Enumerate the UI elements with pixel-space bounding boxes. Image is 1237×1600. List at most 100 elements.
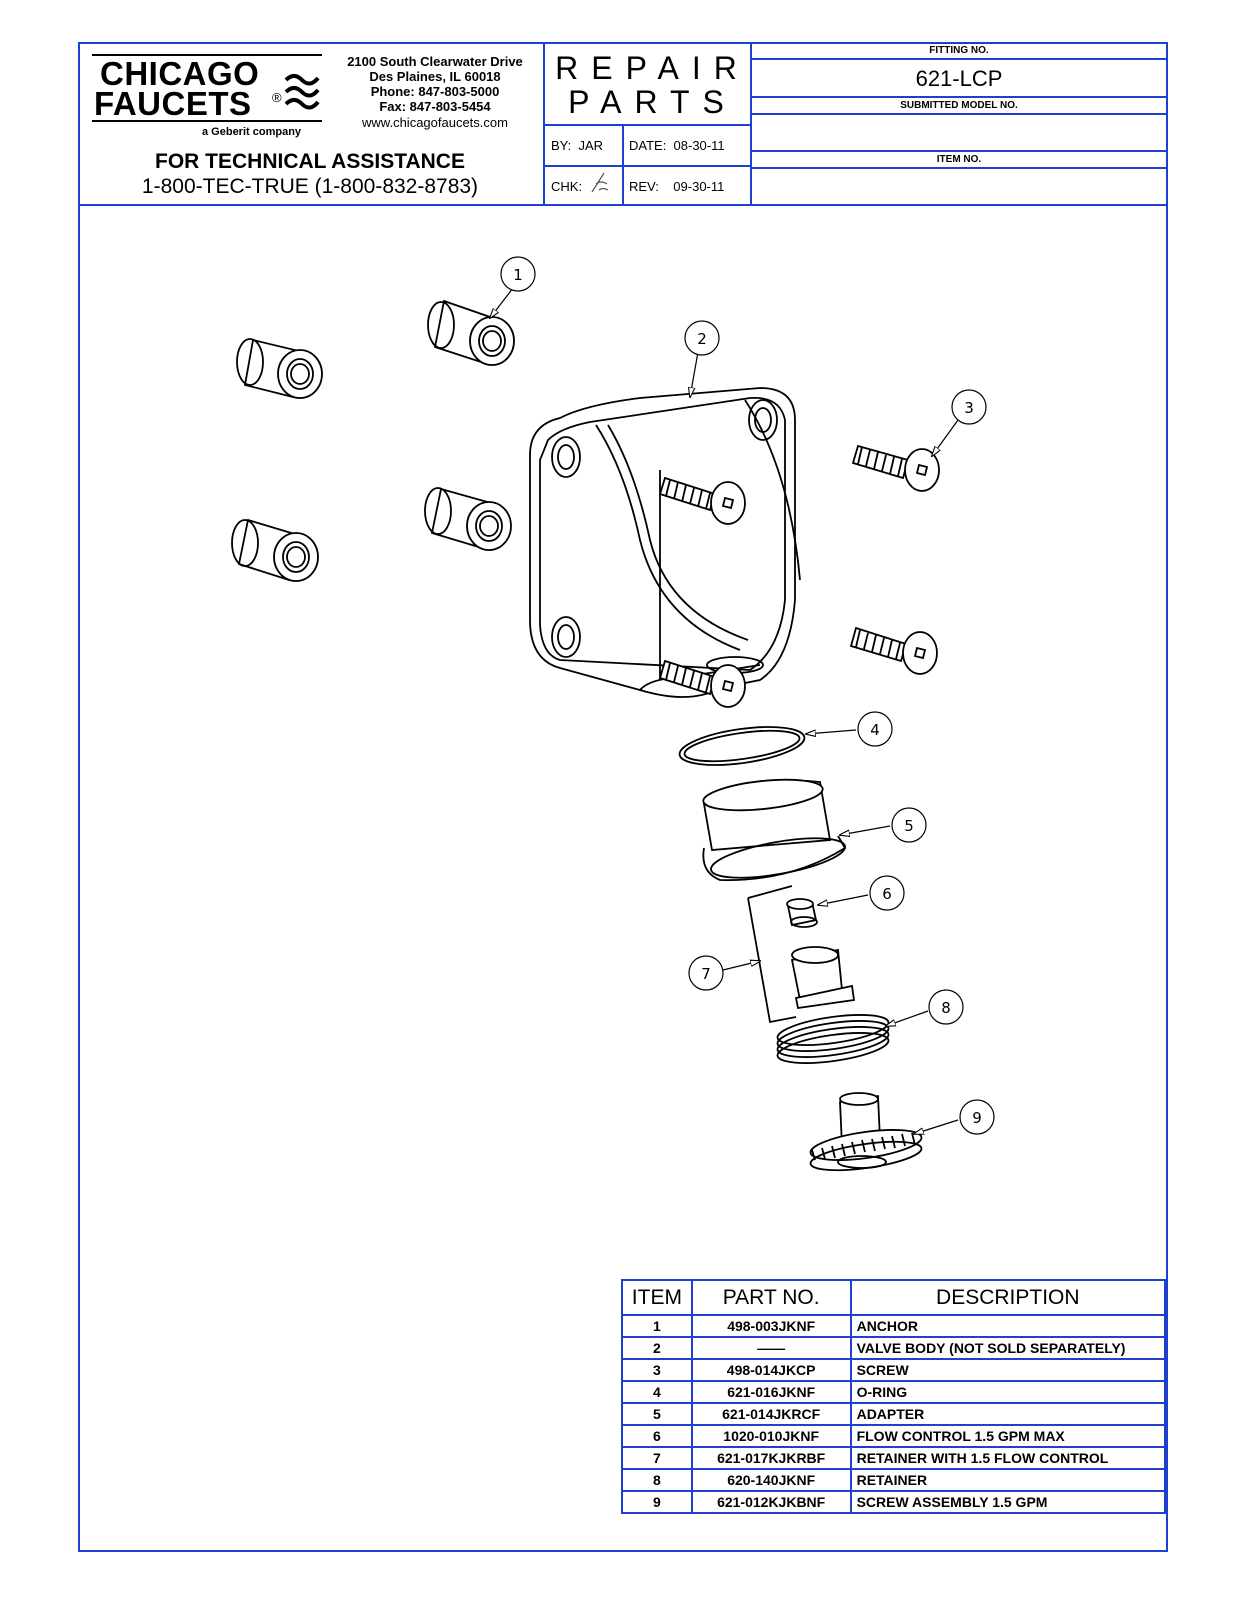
fitting-value-divider: [750, 96, 1168, 98]
row-description: SCREW: [849, 1358, 1167, 1382]
leader-2: [690, 351, 699, 397]
row-description: RETAINER WITH 1.5 FLOW CONTROL: [849, 1446, 1167, 1470]
table-row: 8 620-140JKNF RETAINER: [621, 1468, 1167, 1492]
repair-title-line-2: PARTS: [568, 84, 737, 120]
row-item: 9: [621, 1490, 693, 1514]
callout-6: 6: [882, 885, 892, 903]
row-item: 5: [621, 1402, 693, 1426]
callout-bubble-7: [688, 955, 724, 991]
registered-mark: ®: [272, 90, 282, 105]
row-part-no: 1020-010JKNF: [690, 1424, 852, 1448]
row-description: RETAINER: [849, 1468, 1167, 1492]
leader-4: [806, 730, 857, 734]
row-description: FLOW CONTROL 1.5 GPM MAX: [849, 1424, 1167, 1448]
leader-lines: [490, 287, 959, 1134]
callout-1: 1: [513, 266, 523, 284]
address-phone: Phone: 847-803-5000: [370, 84, 500, 99]
anchor-3-drawing: [424, 487, 512, 551]
callout-9: 9: [972, 1109, 982, 1127]
header-description: DESCRIPTION: [849, 1279, 1167, 1316]
row-part-no: 621-017KJKRBF: [690, 1446, 852, 1470]
fitting-no-label: FITTING NO.: [929, 45, 989, 56]
row-item: 6: [621, 1424, 693, 1448]
by-date-divider: [622, 124, 624, 206]
row-item: 3: [621, 1358, 693, 1382]
callout-bubble-8: [928, 989, 964, 1025]
logo-line-2: FAUCETS: [94, 85, 252, 122]
model-value-divider: [750, 150, 1168, 152]
revision-date: REV: 09-30-11: [629, 179, 725, 194]
row-item: 8: [621, 1468, 693, 1492]
table-row: 1 498-003JKNF ANCHOR: [621, 1314, 1167, 1338]
table-row: 9 621-012KJKBNF SCREW ASSEMBLY 1.5 GPM: [621, 1490, 1167, 1514]
header-part-no: PART NO.: [690, 1279, 852, 1316]
leader-9: [914, 1119, 959, 1134]
callout-5: 5: [904, 817, 914, 835]
repair-parts-divider: [543, 124, 751, 126]
by-chk-divider: [543, 165, 751, 167]
callout-bubble-1: [500, 256, 536, 292]
screw-3-drawing: [849, 626, 938, 675]
retainer-drawing: [776, 1014, 890, 1064]
wave-logo-icon: [284, 74, 320, 110]
assistance-title: FOR TECHNICAL ASSISTANCE: [155, 150, 465, 173]
fitting-no-value: 621-LCP: [915, 66, 1003, 91]
callout-bubble-6: [869, 875, 905, 911]
parts-table: ITEM PART NO. DESCRIPTION 1 498-003JKNF …: [621, 1279, 1167, 1514]
row-description: ANCHOR: [849, 1314, 1167, 1338]
row-item: 2: [621, 1336, 693, 1360]
row-part-no: ——: [690, 1336, 852, 1360]
callout-bubble-2: [684, 320, 720, 356]
table-row: 3 498-014JKCP SCREW: [621, 1358, 1167, 1382]
callout-4: 4: [870, 721, 880, 739]
assistance-phone: 1-800-TEC-TRUE (1-800-832-8783): [141, 175, 479, 198]
retainer-with-flow-control-drawing: [747, 885, 856, 1024]
header-item: ITEM: [621, 1279, 693, 1316]
address-street: 2100 South Clearwater Drive: [347, 54, 523, 69]
row-part-no: 621-016JKNF: [690, 1380, 852, 1404]
anchor-4-drawing: [231, 518, 319, 582]
callout-bubble-9: [959, 1099, 995, 1135]
leader-3: [932, 419, 959, 456]
company-address: 2100 South Clearwater Drive Des Plaines,…: [335, 54, 535, 130]
logo-top-rule: [92, 54, 322, 56]
screw-2-drawing: [851, 444, 940, 492]
item-label-divider: [750, 167, 1168, 169]
leader-7: [722, 961, 760, 971]
row-part-no: 621-014JKRCF: [690, 1402, 852, 1426]
table-row: 2 —— VALVE BODY (NOT SOLD SEPARATELY): [621, 1336, 1167, 1360]
leader-8: [886, 1010, 929, 1026]
valve-body-drawing: [529, 387, 801, 698]
o-ring-drawing: [678, 726, 806, 766]
row-part-no: 498-003JKNF: [690, 1314, 852, 1338]
row-item: 7: [621, 1446, 693, 1470]
row-part-no: 498-014JKCP: [690, 1358, 852, 1382]
title-block-divider-2: [750, 42, 752, 206]
parts-table-header: ITEM PART NO. DESCRIPTION: [621, 1279, 1167, 1316]
model-no-label: SUBMITTED MODEL NO.: [900, 100, 1018, 111]
row-part-no: 620-140JKNF: [690, 1468, 852, 1492]
row-item: 4: [621, 1380, 693, 1404]
flow-control-drawing: [786, 898, 818, 928]
logo-bottom-rule: [92, 120, 322, 122]
row-part-no: 621-012KJKBNF: [690, 1490, 852, 1514]
row-item: 1: [621, 1314, 693, 1338]
callout-bubble-5: [891, 807, 927, 843]
company-logo: CHICAGO FAUCETS ® a Geberit company: [92, 54, 332, 144]
address-web: www.chicagofaucets.com: [362, 115, 508, 130]
table-row: 5 621-014JKRCF ADAPTER: [621, 1402, 1167, 1426]
checker-signature: [591, 172, 609, 193]
drawn-by: BY: JAR: [551, 138, 604, 153]
drawing-frame: [78, 42, 1168, 1552]
leader-6: [818, 894, 869, 905]
screw-assembly-drawing: [809, 1092, 923, 1172]
item-no-label: ITEM NO.: [936, 154, 982, 165]
row-description: SCREW ASSEMBLY 1.5 GPM: [849, 1490, 1167, 1514]
checked-by: CHK:: [551, 179, 583, 194]
model-label-divider: [750, 113, 1168, 115]
leader-5: [840, 825, 891, 835]
anchor-2-drawing: [427, 299, 515, 366]
fitting-label-divider: [750, 58, 1168, 60]
logo-tagline: a Geberit company: [202, 126, 302, 138]
